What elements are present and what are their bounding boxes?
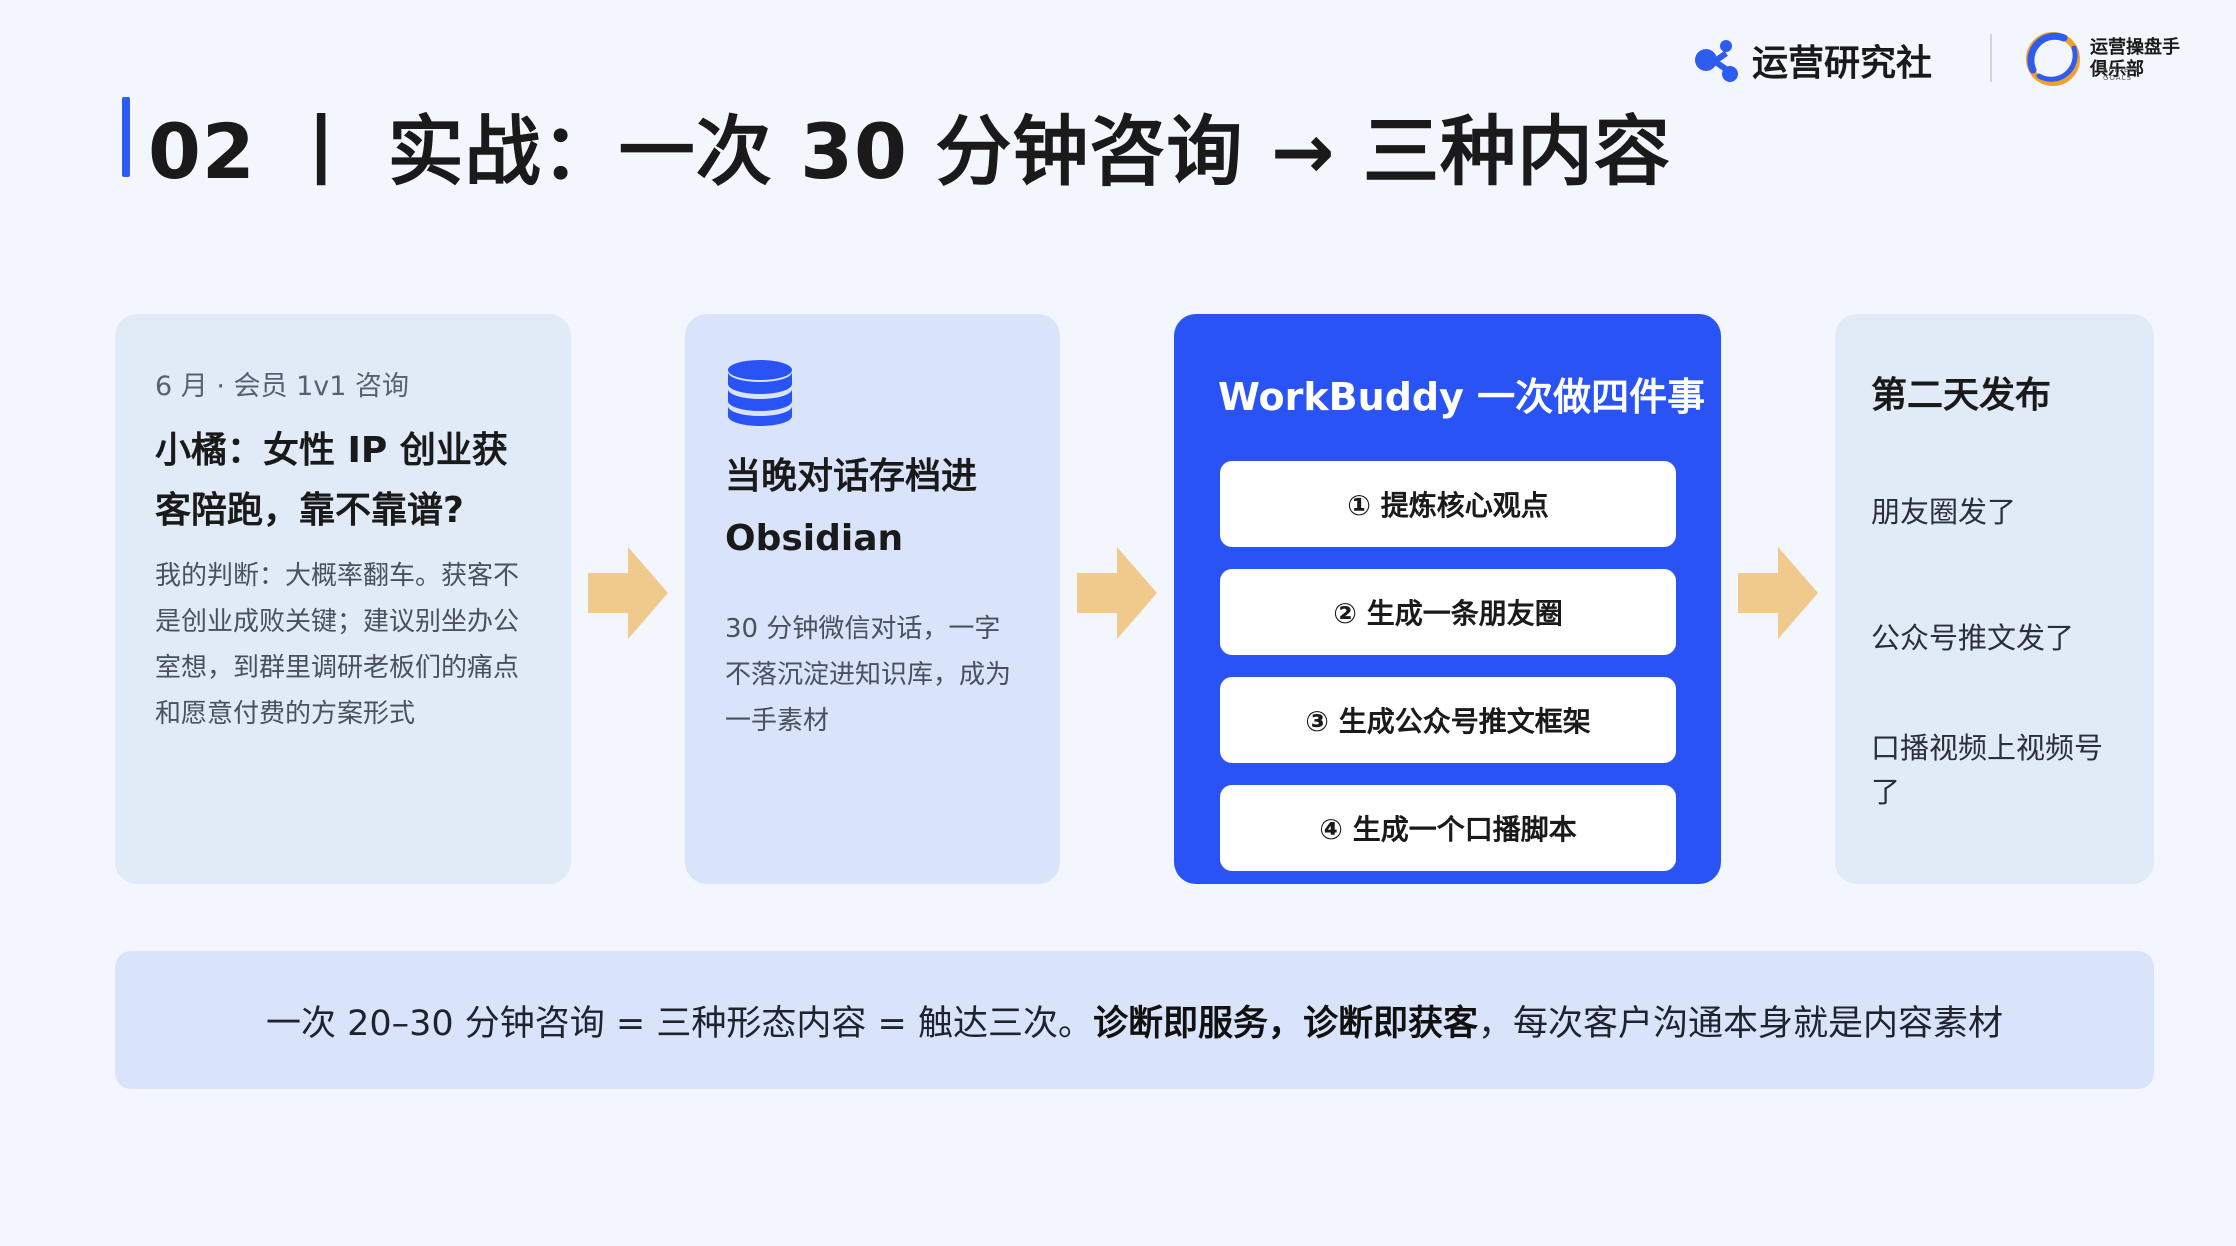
flow-arrow-icon (588, 547, 668, 639)
archive-card: 当晚对话存档进 Obsidian 30 分钟微信对话，一字不落沉淀进知识库，成为… (685, 314, 1060, 884)
club-logo: 运营操盘手俱乐部 (2024, 28, 2194, 90)
club-tagline: ACHIEVE GOALS (2103, 66, 2141, 82)
archive-title: 当晚对话存档进 Obsidian (725, 456, 978, 559)
title-accent-bar (122, 97, 130, 177)
workbuddy-card: WorkBuddy 一次做四件事 ① 提炼核心观点 ② 生成一条朋友圈 ③ 生成… (1174, 314, 1721, 884)
publish-item: 公众号推文发了 (1871, 621, 2075, 655)
brand-dots-icon (1695, 40, 1738, 82)
flow-arrow-icon (1077, 547, 1157, 639)
step-item: ④ 生成一个口播脚本 (1220, 785, 1676, 871)
brand-logo: 运营研究社 (1690, 30, 1932, 90)
workbuddy-title: WorkBuddy 一次做四件事 (1218, 375, 1706, 419)
workbuddy-steps: ① 提炼核心观点 ② 生成一条朋友圈 ③ 生成公众号推文框架 ④ 生成一个口播脚… (1220, 461, 1676, 871)
consult-meta: 6 月 · 会员 1v1 咨询 (155, 371, 410, 402)
step-item: ② 生成一条朋友圈 (1220, 569, 1676, 655)
publish-card: 第二天发布 朋友圈发了 公众号推文发了 口播视频上视频号了 (1835, 314, 2154, 884)
summary-tail: ，每次客户沟通本身就是内容素材 (1477, 1003, 2003, 1044)
step-item: ③ 生成公众号推文框架 (1220, 677, 1676, 763)
consult-title: 小橘：女性 IP 创业获客陪跑，靠不靠谱? (155, 430, 508, 531)
publish-item: 朋友圈发了 (1871, 495, 2017, 529)
publish-title: 第二天发布 (1871, 375, 2052, 416)
database-icon (728, 360, 792, 426)
summary-text: 一次 20–30 分钟咨询 = 三种形态内容 = 触达三次。 (265, 1003, 1093, 1044)
summary-banner: 一次 20–30 分钟咨询 = 三种形态内容 = 触达三次。诊断即服务，诊断即获… (115, 951, 2154, 1089)
brand-name: 运营研究社 (1752, 43, 1933, 84)
archive-body: 30 分钟微信对话，一字不落沉淀进知识库，成为一手素材 (725, 614, 1012, 736)
flow-arrow-icon (1738, 547, 1818, 639)
summary-highlight: 诊断即服务，诊断即获客 (1092, 1003, 1478, 1044)
consult-card: 6 月 · 会员 1v1 咨询 小橘：女性 IP 创业获客陪跑，靠不靠谱? 我的… (115, 314, 571, 884)
brand-divider (1990, 34, 1992, 82)
club-name: 运营操盘手俱乐部 (2090, 37, 2180, 80)
page-title: 02 丨 实战：一次 30 分钟咨询 → 三种内容 (148, 107, 1671, 196)
consult-body: 我的判断：大概率翻车。获客不是创业成败关键；建议别坐办公室想，到群里调研老板们的… (155, 561, 520, 729)
step-item: ① 提炼核心观点 (1220, 461, 1676, 547)
publish-item: 口播视频上视频号了 (1871, 731, 2104, 809)
club-ring-icon (2026, 32, 2080, 86)
